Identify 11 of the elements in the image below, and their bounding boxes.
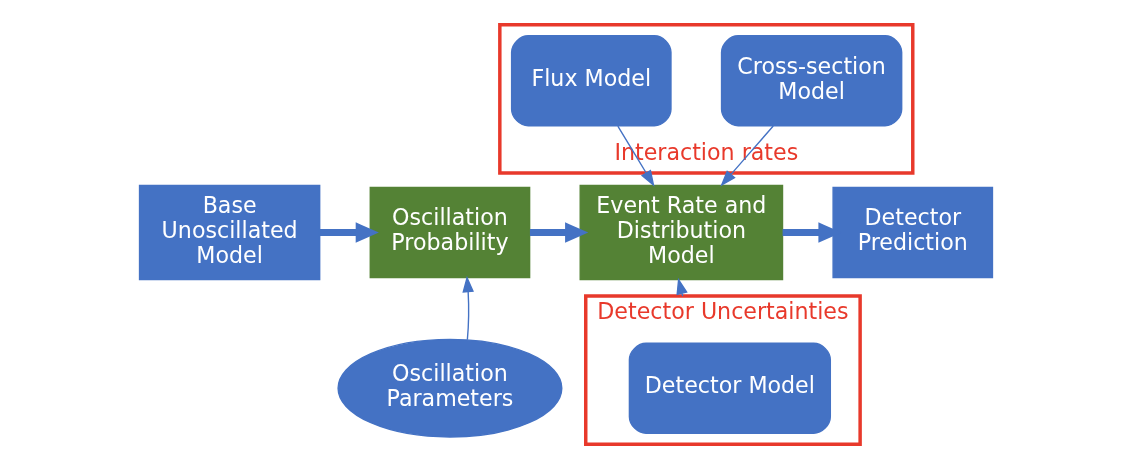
arrow xyxy=(320,222,379,243)
arrow xyxy=(462,275,474,341)
node-box: Detector Model xyxy=(628,342,832,434)
node-ellipse: Oscillation Parameters xyxy=(337,338,563,438)
node-box: Detector Prediction xyxy=(832,186,994,279)
node-box: Base Unoscillated Model xyxy=(138,184,321,281)
node-box: Flux Model xyxy=(510,35,672,127)
node-box: Event Rate and Distribution Model xyxy=(579,184,784,281)
node-box: Cross-section Model xyxy=(720,35,903,127)
arrow xyxy=(529,222,589,243)
node-box: Oscillation Probability xyxy=(369,186,531,279)
